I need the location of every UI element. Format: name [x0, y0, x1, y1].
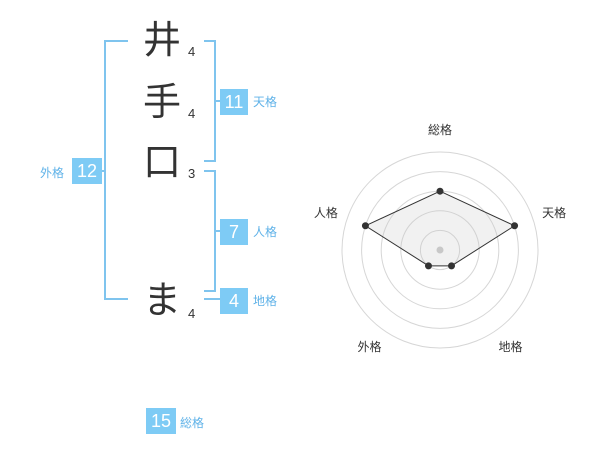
name-char-2: 手 [142, 80, 181, 124]
radar-axis-label-3: 地格 [499, 339, 523, 354]
stroke-count-2: 4 [188, 106, 196, 121]
soukaku-value: 15 [146, 408, 176, 434]
radar-axis-label-5: 人格 [314, 205, 338, 220]
jinkaku-value: 7 [220, 219, 248, 245]
name-char-4: ま [142, 278, 181, 322]
jinkaku-connector [214, 230, 220, 232]
radar-ring-4 [361, 171, 519, 329]
radar-ring-5 [341, 151, 539, 349]
name-char-1: 井 [142, 18, 181, 62]
radar-point-2 [511, 222, 519, 230]
radar-ring-1 [419, 229, 461, 271]
chikaku-connector [204, 298, 220, 300]
gaikaku-value: 12 [72, 158, 102, 184]
radar-axis-label-2: 天格 [542, 205, 566, 220]
radar-point-3 [448, 262, 456, 270]
gaikaku-label: 外格 [40, 166, 65, 180]
radar-polygon [364, 190, 516, 267]
tenkaku-connector [214, 100, 220, 102]
radar-point-4 [424, 262, 432, 270]
stroke-count-1: 4 [188, 44, 196, 59]
radar-point-5 [361, 222, 369, 230]
chikaku-label: 地格 [253, 294, 278, 308]
stroke-count-3: 3 [188, 166, 196, 181]
radar-axis-label-4: 外格 [357, 339, 381, 354]
radar-axis-label-1: 総格 [428, 122, 452, 137]
radar-ring-2 [400, 210, 480, 290]
tenkaku-label: 天格 [253, 95, 278, 109]
radar-point-1 [436, 187, 444, 195]
jinkaku-label: 人格 [253, 225, 278, 239]
name-char-3: 口 [142, 140, 181, 184]
gaikaku-connector [100, 170, 106, 172]
radar-center-dot [436, 246, 444, 254]
soukaku-label: 総格 [180, 416, 205, 430]
stroke-count-4: 4 [188, 306, 196, 321]
chikaku-value: 4 [220, 288, 248, 314]
tenkaku-value: 11 [220, 89, 248, 115]
